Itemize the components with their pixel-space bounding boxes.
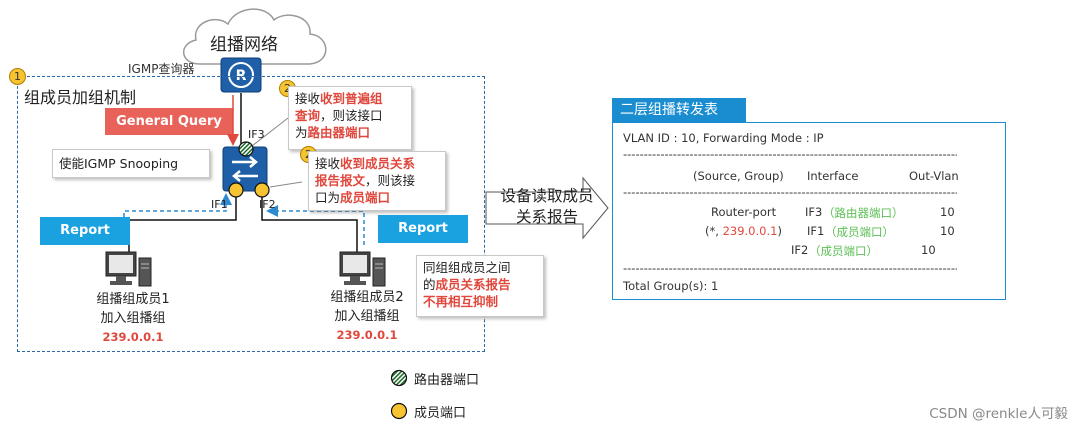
igmp-querier-label: IGMP查询器	[128, 62, 195, 76]
computer-icon	[105, 251, 152, 287]
callout-router-l3a: 为	[295, 125, 308, 140]
row2-interface: IF1	[807, 224, 825, 238]
col-interface: Interface	[807, 169, 859, 183]
forwarding-table-title: 二层组播转发表	[612, 98, 746, 122]
row3-interface: IF2	[791, 243, 809, 257]
callout-suppress-l2a: 的	[423, 277, 436, 292]
callout-router-l1a: 接收	[295, 91, 321, 106]
callout-suppress-l2b: 成员关系报告	[435, 277, 511, 292]
row1-source: Router-port	[711, 205, 777, 219]
watermark: CSDN @renkle人可毅	[929, 406, 1068, 422]
callout-member-l3b: 成员端口	[340, 190, 391, 205]
router-port-marker-icon	[238, 141, 254, 157]
callout-member-l1b: 收到成员关系	[340, 156, 416, 171]
row2-outvlan: 10	[940, 224, 955, 238]
row3-note: （成员端口）	[809, 244, 878, 258]
mechanism-region	[17, 76, 485, 352]
legend-member-port-icon	[390, 402, 408, 420]
no-suppression-callout: 同组组成员之间 的成员关系报告 不再相互抑制	[416, 255, 544, 317]
total-groups: Total Group(s): 1	[623, 279, 719, 293]
row2-source-a: (*,	[705, 224, 723, 238]
multicast-network-cloud-icon	[183, 8, 327, 65]
row2-source-group: 239.0.0.1	[722, 224, 778, 238]
member1-ip: 239.0.0.1	[102, 330, 164, 344]
step-badge-1: 1	[9, 68, 26, 85]
router-callout-pointer	[251, 117, 289, 147]
member2-ip: 239.0.0.1	[336, 328, 398, 342]
report-right-arrow	[266, 205, 365, 245]
member-port-callout: 接收收到成员关系 报告报文，则该接 口为成员端口	[308, 151, 446, 211]
member2-line2: 加入组播组	[334, 309, 400, 324]
row1-note: （路由器端口）	[823, 206, 904, 220]
forwarding-table: VLAN ID : 10, Forwarding Mode : IP -----…	[612, 122, 1006, 300]
mechanism-title: 组成员加组机制	[24, 88, 137, 107]
row2-note: （成员端口）	[825, 225, 894, 239]
col-out-vlan: Out-Vlan	[909, 169, 959, 183]
member2-line1: 组播组成员2	[330, 290, 404, 305]
callout-suppress-l1: 同组组成员之间	[423, 260, 511, 275]
row3-outvlan: 10	[921, 243, 936, 257]
callout-member-l2b: ，则该接	[365, 173, 416, 188]
col-source-group: (Source, Group)	[693, 169, 784, 183]
callout-router-l3b: 路由器端口	[307, 125, 371, 140]
member1-line1: 组播组成员1	[96, 292, 170, 307]
member-port-marker-if2-icon	[254, 182, 270, 198]
switch-icon	[222, 146, 268, 192]
divider-line: ----------------------------------------…	[623, 147, 957, 161]
row1-interface: IF3	[805, 205, 823, 219]
callout-router-l1b: 收到普遍组	[320, 91, 383, 106]
callout-member-l3a: 口为	[315, 190, 341, 205]
row1-outvlan: 10	[940, 205, 955, 219]
legend-member-port-label: 成员端口	[414, 406, 467, 421]
vlan-line: VLAN ID : 10, Forwarding Mode : IP	[623, 131, 824, 145]
computer-icon	[339, 251, 386, 287]
legend-router-port-label: 路由器端口	[414, 373, 480, 388]
report-left-label: Report	[40, 217, 130, 245]
callout-member-l1a: 接收	[315, 156, 341, 171]
report-right-label: Report	[378, 215, 468, 243]
divider-line: ----------------------------------------…	[623, 185, 957, 199]
read-report-arrow	[485, 176, 609, 240]
cloud-title: 组播网络	[210, 35, 278, 55]
callout-member-l2a: 报告报文	[315, 173, 366, 188]
divider-line: ----------------------------------------…	[623, 261, 957, 275]
legend-router-port-icon	[390, 369, 408, 387]
row2-source: (*, 239.0.0.1)	[705, 224, 782, 238]
member-port-marker-if1-icon	[228, 182, 244, 198]
member1-label: 组播组成员1 加入组播组 239.0.0.1	[78, 290, 188, 347]
row2-source-c: )	[777, 224, 782, 238]
member-callout-pointer	[269, 181, 303, 188]
if2-label: IF2	[259, 198, 276, 211]
member1-line2: 加入组播组	[100, 311, 166, 326]
callout-router-l2a: 查询	[295, 108, 321, 123]
if1-label: IF1	[211, 198, 228, 211]
read-report-text: 设备读取成员关系报告	[500, 187, 594, 226]
callout-router-l2b: ，则该接口	[320, 108, 383, 123]
member2-label: 组播组成员2 加入组播组 239.0.0.1	[312, 288, 422, 345]
router-port-callout: 接收收到普遍组 查询，则该接口 为路由器端口	[288, 86, 412, 150]
igmp-snooping-callout: 使能IGMP Snooping	[52, 149, 210, 178]
callout-suppress-l3: 不再相互抑制	[423, 294, 499, 309]
if2-link	[261, 194, 358, 255]
general-query-label: General Query	[105, 108, 233, 135]
if3-label: IF3	[248, 128, 265, 141]
